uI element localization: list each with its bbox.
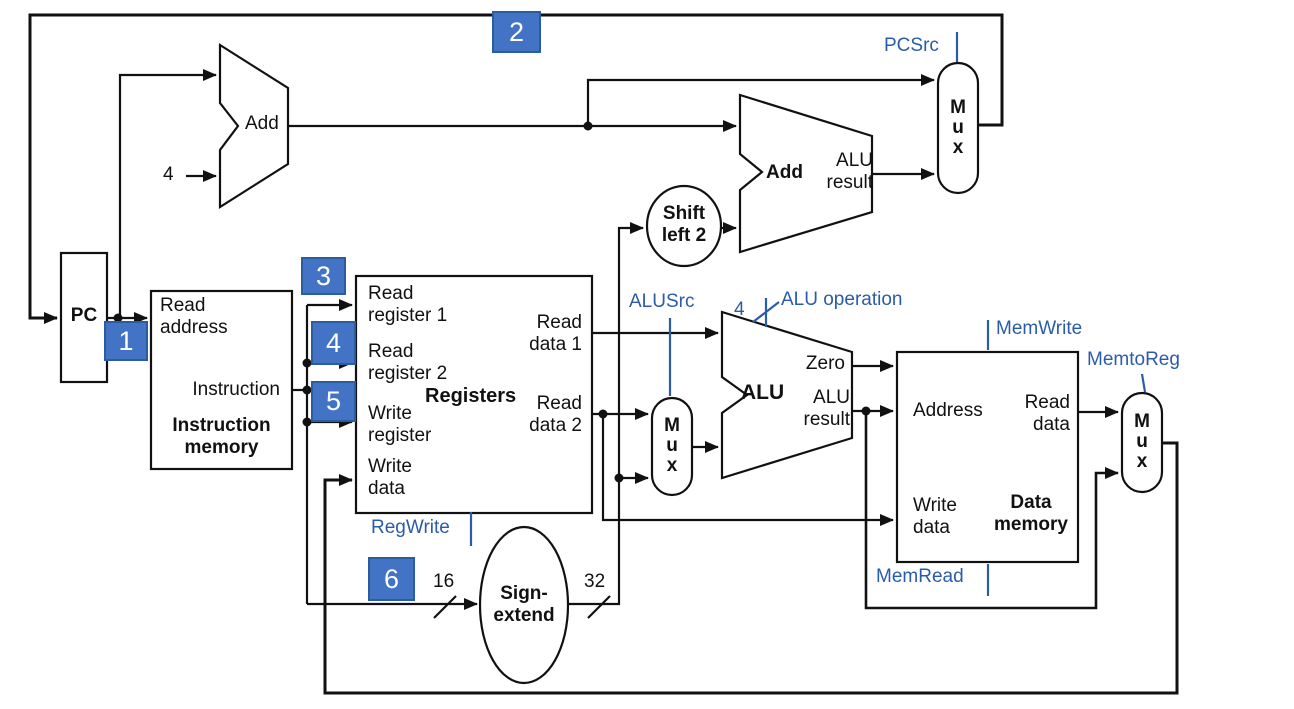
step-badge-6: 6 bbox=[368, 557, 415, 601]
junction-dot bbox=[598, 409, 608, 419]
wire-read-data2-to-dmem bbox=[601, 414, 894, 526]
alu-operation-bits-label: 4 bbox=[734, 299, 745, 320]
step-badge-2: 2 bbox=[492, 11, 541, 53]
wire-pc4-to-mux bbox=[586, 74, 935, 126]
dmem-address-label: Address bbox=[913, 400, 983, 421]
alusrc-mux-label: M u x bbox=[664, 415, 680, 476]
junction-dot bbox=[302, 417, 312, 427]
step-badge-3: 3 bbox=[301, 257, 346, 295]
dmem-title: Data memory bbox=[994, 492, 1068, 535]
control-ticks bbox=[469, 32, 1147, 596]
regs-read-data1-label: Read data 1 bbox=[529, 312, 582, 355]
alu-operation-slash bbox=[752, 301, 780, 323]
junction-dot bbox=[861, 406, 871, 416]
add-branch-shape bbox=[738, 93, 874, 254]
alusrc-signal-label: ALUSrc bbox=[629, 291, 695, 312]
pcsrc-signal-label: PCSrc bbox=[884, 35, 939, 56]
alu-result-label: ALU result bbox=[803, 387, 850, 430]
step-badge-1: 1 bbox=[104, 321, 148, 361]
regs-read-register2-label: Read register 2 bbox=[368, 341, 448, 384]
alu-label: ALU bbox=[741, 381, 785, 404]
memtoreg-signal-label: MemtoReg bbox=[1087, 349, 1180, 370]
junction-dot bbox=[583, 121, 593, 131]
pc-label: PC bbox=[70, 305, 98, 326]
wire-pc-to-add bbox=[118, 69, 217, 318]
memtoreg-mux-shape bbox=[1120, 391, 1164, 494]
junction-dot bbox=[614, 473, 624, 483]
add-branch-label: Add bbox=[766, 162, 803, 183]
step-badge-5: 5 bbox=[311, 381, 356, 422]
junction-dot bbox=[302, 358, 312, 368]
bits16-label: 16 bbox=[433, 571, 455, 592]
const4-label: 4 bbox=[163, 164, 174, 185]
wire-signextend-riser bbox=[568, 222, 644, 606]
memwrite-signal-label: MemWrite bbox=[996, 318, 1083, 339]
imem-instruction-label: Instruction bbox=[192, 379, 280, 400]
shift-left2-circle bbox=[645, 184, 723, 268]
pcsrc-mux-shape bbox=[936, 61, 980, 195]
registers-box bbox=[354, 274, 594, 515]
regwrite-signal-label: RegWrite bbox=[371, 517, 450, 538]
junction-dots bbox=[113, 121, 871, 483]
sign-extend-ellipse bbox=[478, 525, 570, 685]
alu-operation-signal-label: ALU operation bbox=[781, 289, 903, 310]
pc-box bbox=[59, 251, 109, 384]
alusrc-mux-shape bbox=[650, 396, 694, 497]
regs-title: Registers bbox=[425, 385, 517, 407]
memtoreg-mux-label: M u x bbox=[1134, 411, 1150, 472]
wire-alu-result-bypass bbox=[864, 411, 1119, 610]
regs-write-data-label: Write data bbox=[368, 456, 412, 499]
regs-write-register-label: Write register bbox=[368, 403, 432, 446]
alu-zero-label: Zero bbox=[805, 353, 845, 374]
imem-title: Instruction memory bbox=[172, 415, 271, 458]
regs-read-register1-label: Read register 1 bbox=[368, 283, 448, 326]
junction-dot bbox=[302, 385, 312, 395]
add-pc-shape bbox=[218, 43, 290, 209]
pcsrc-mux-label: M u x bbox=[950, 97, 966, 158]
junction-dot bbox=[113, 313, 123, 323]
sign-extend-label: Sign- extend bbox=[493, 583, 555, 626]
dmem-write-data-label: Write data bbox=[913, 495, 957, 538]
dmem-read-data-label: Read data bbox=[1024, 392, 1070, 435]
memtoreg-tick bbox=[1140, 373, 1147, 393]
slash-16-bit bbox=[433, 595, 457, 619]
shift-left2-label: Shift left 2 bbox=[661, 203, 707, 246]
imem-read-address-label: Read address bbox=[160, 295, 228, 338]
data-memory-box bbox=[895, 350, 1080, 564]
components bbox=[59, 43, 1164, 685]
slash-32-bit bbox=[587, 595, 611, 619]
add-pc-label: Add bbox=[245, 113, 279, 134]
bits32-label: 32 bbox=[584, 571, 606, 592]
regs-read-data2-label: Read data 2 bbox=[529, 393, 582, 436]
alu-shape bbox=[720, 310, 854, 480]
instruction-memory-box bbox=[149, 289, 294, 471]
step-badge-4: 4 bbox=[311, 321, 356, 365]
wire-writeback-loop bbox=[323, 441, 1179, 695]
add-branch-result-label: ALU result bbox=[826, 150, 873, 193]
memread-signal-label: MemRead bbox=[876, 566, 964, 587]
